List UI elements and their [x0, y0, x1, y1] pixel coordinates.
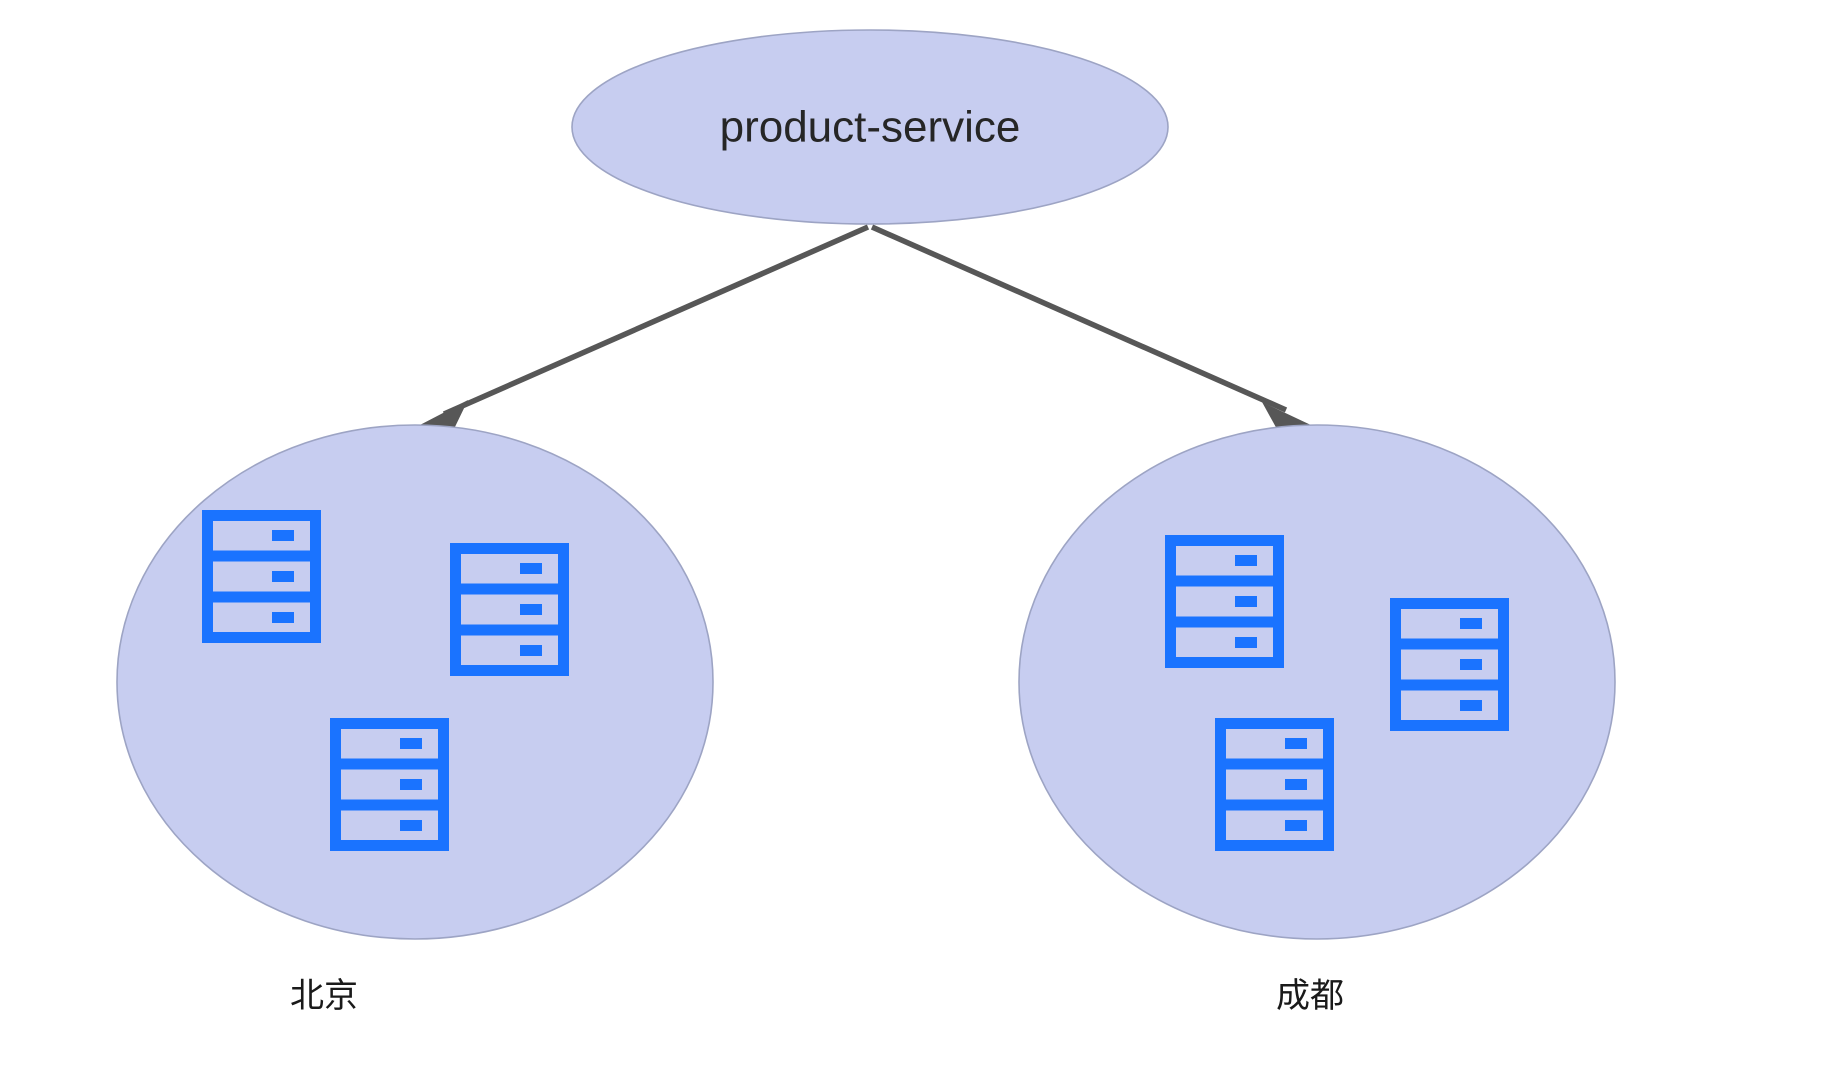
zone-chengdu[interactable]: 成都: [1018, 424, 1616, 1015]
edge-to-chengdu-line: [870, 224, 1288, 413]
rack-led-3: [272, 612, 294, 623]
edge-to-chengdu-arrowhead: [1262, 402, 1313, 431]
node-product-service[interactable]: product-service: [571, 29, 1169, 225]
edge-to-beijing-line: [442, 224, 870, 417]
rack-body-bg: [1390, 598, 1509, 731]
rack-body-bg: [1215, 718, 1334, 851]
rack-body-bg: [1165, 535, 1284, 668]
rack-led-3: [520, 645, 542, 656]
server-rack-icon[interactable]: [1215, 718, 1334, 851]
product-service-ellipse[interactable]: [571, 29, 1169, 225]
zone-beijing[interactable]: 北京: [116, 424, 714, 1015]
rack-led-3: [400, 820, 422, 831]
server-rack-icon[interactable]: [450, 543, 569, 676]
rack-led-1: [400, 738, 422, 749]
rack-frame: [450, 543, 569, 676]
edge-to-beijing: [418, 224, 870, 431]
rack-led-2: [400, 779, 422, 790]
zone-beijing-caption: 北京: [290, 977, 358, 1015]
edge-to-chengdu: [870, 224, 1313, 431]
rack-led-2: [1460, 659, 1482, 670]
server-rack-icon[interactable]: [1390, 598, 1509, 731]
edge-layer: [418, 224, 1313, 431]
rack-led-2: [520, 604, 542, 615]
zone-beijing-ellipse[interactable]: [116, 424, 714, 940]
rack-frame: [1165, 535, 1284, 668]
rack-led-1: [1285, 738, 1307, 749]
server-rack-icon[interactable]: [202, 510, 321, 643]
zone-chengdu-ellipse[interactable]: [1018, 424, 1616, 940]
rack-led-2: [1285, 779, 1307, 790]
rack-led-1: [272, 530, 294, 541]
rack-body-bg: [330, 718, 449, 851]
zone-chengdu-caption: 成都: [1276, 977, 1344, 1015]
edge-to-beijing-arrowhead: [418, 400, 468, 431]
rack-led-1: [520, 563, 542, 574]
rack-led-1: [1460, 618, 1482, 629]
rack-frame: [1215, 718, 1334, 851]
rack-frame: [202, 510, 321, 643]
rack-body-bg: [450, 543, 569, 676]
server-rack-icon[interactable]: [330, 718, 449, 851]
rack-led-2: [1235, 596, 1257, 607]
rack-led-3: [1235, 637, 1257, 648]
server-rack-icon[interactable]: [1165, 535, 1284, 668]
rack-frame: [330, 718, 449, 851]
rack-body-bg: [202, 510, 321, 643]
rack-led-2: [272, 571, 294, 582]
rack-led-3: [1460, 700, 1482, 711]
rack-led-3: [1285, 820, 1307, 831]
product-service-label: product-service: [720, 103, 1021, 152]
rack-led-1: [1235, 555, 1257, 566]
rack-frame: [1390, 598, 1509, 731]
